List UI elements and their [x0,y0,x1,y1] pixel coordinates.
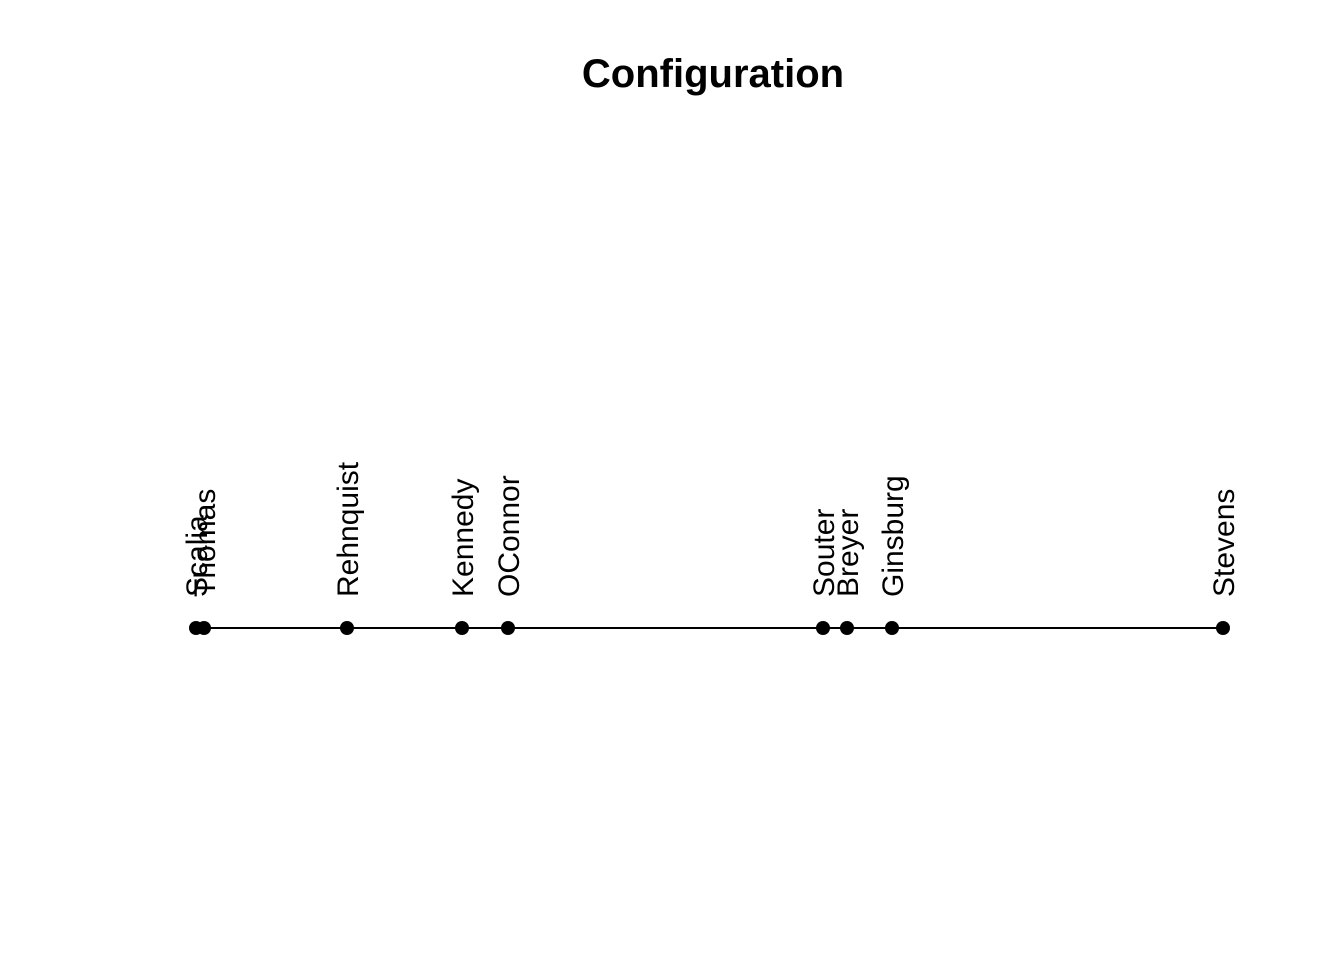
data-point [340,621,354,635]
point-label: Rehnquist [332,461,365,597]
chart-title: Configuration [582,52,844,96]
point-label: Ginsburg [877,475,910,597]
data-point [840,621,854,635]
data-point [455,621,469,635]
data-point [1216,621,1230,635]
data-point [885,621,899,635]
data-point [197,621,211,635]
data-point [816,621,830,635]
point-label: Stevens [1208,489,1241,597]
point-label: Breyer [832,509,865,597]
point-label: Scalia [181,515,214,597]
point-label: Thomas [189,489,222,597]
data-point [501,621,515,635]
point-label: OConnor [493,475,526,597]
point-label: Souter [808,509,841,597]
point-label: Kennedy [447,479,480,597]
